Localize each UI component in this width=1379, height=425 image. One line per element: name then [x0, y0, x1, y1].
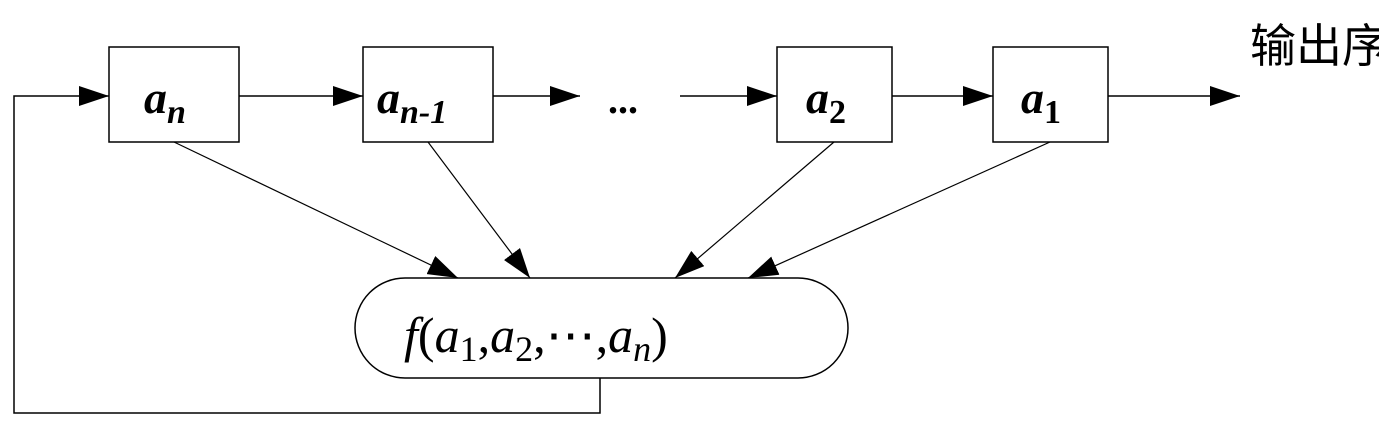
register-box-a1: [992, 46, 1109, 143]
register-box-an-1: [362, 46, 494, 143]
register-label-an: an: [144, 72, 186, 131]
feedback-loop-line: [13, 86, 601, 414]
feedback-function-label: f(a1,a2,⋯,an): [404, 307, 668, 369]
tap-arrow-an-1: [427, 141, 531, 279]
tap-arrow-a2: [674, 141, 835, 279]
register-label-a1: a1: [1021, 72, 1061, 131]
feedback-function-box: [354, 277, 849, 379]
tap-arrow-a1: [747, 141, 1051, 279]
register-label-a2: a2: [806, 72, 846, 131]
register-label-an-1: an-1: [377, 72, 447, 131]
output-sequence-label: 输出序列: [1250, 19, 1379, 73]
register-box-an: [108, 46, 240, 143]
ellipsis-label: ...: [608, 77, 638, 122]
tap-arrow-an: [173, 141, 459, 279]
register-box-a2: [776, 46, 893, 143]
